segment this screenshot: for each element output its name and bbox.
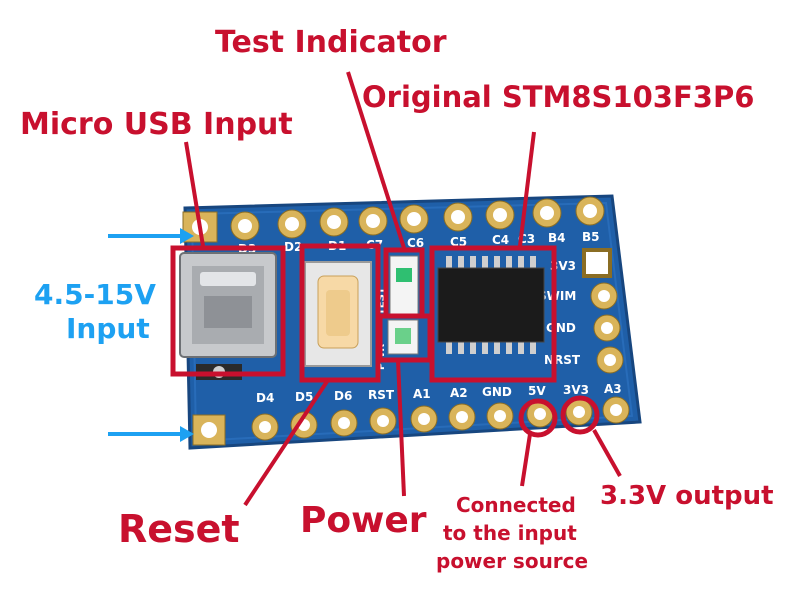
reset-button-part bbox=[304, 261, 372, 367]
silk-bottom-3: RST bbox=[368, 388, 395, 402]
silk-top-8: B4 bbox=[548, 231, 566, 245]
silk-bottom-8: 3V3 bbox=[563, 383, 589, 397]
pin-3v3-highlight bbox=[560, 395, 600, 435]
annotation-boxes bbox=[170, 243, 600, 438]
label-chip: Original STM8S103F3P6 bbox=[362, 80, 754, 114]
stm8-chip bbox=[437, 256, 545, 354]
silk-bottom-7: 5V bbox=[528, 384, 546, 398]
bottom-silkscreen: D4 D5 D6 RST A1 A2 GND 5V 3V3 A3 bbox=[256, 382, 622, 405]
silk-bottom-4: A1 bbox=[413, 387, 431, 401]
label-connected-line2: to the input bbox=[443, 521, 577, 545]
micro-usb-connector bbox=[179, 252, 277, 380]
reset-highlight-box bbox=[299, 243, 381, 383]
led-indicators bbox=[387, 255, 419, 355]
label-voltage-line2: Input bbox=[66, 312, 150, 345]
silk-bottom-0: D4 bbox=[256, 391, 274, 405]
silk-bottom-2: D6 bbox=[334, 389, 352, 403]
silk-top-6: C4 bbox=[492, 233, 509, 247]
chip-highlight-box bbox=[429, 245, 557, 383]
bottom-pin-row bbox=[192, 396, 630, 446]
usb-highlight-box bbox=[170, 245, 286, 377]
label-usb: Micro USB Input bbox=[20, 107, 293, 142]
annotation-lines bbox=[184, 71, 622, 507]
silk-top-9: B5 bbox=[582, 230, 600, 244]
silk-right-3: NRST bbox=[544, 353, 581, 367]
label-connected-line3: power source bbox=[436, 549, 588, 573]
silk-bottom-5: A2 bbox=[450, 386, 468, 400]
label-power: Power bbox=[300, 500, 427, 541]
right-pin-column bbox=[582, 248, 624, 374]
silk-right-2: GND bbox=[546, 321, 576, 335]
silk-led-test: TEST bbox=[376, 287, 387, 315]
label-test-indicator: Test Indicator bbox=[215, 25, 447, 60]
label-3v3-output: 3.3V output bbox=[600, 481, 774, 511]
silk-right-1: SWIM bbox=[538, 289, 576, 303]
silk-top-1: D2 bbox=[284, 240, 302, 254]
voltage-input-arrows bbox=[108, 228, 194, 442]
silk-top-4: C6 bbox=[407, 236, 424, 250]
label-connected-line1: Connected bbox=[456, 493, 576, 517]
silk-bottom-9: A3 bbox=[604, 382, 622, 396]
silk-bottom-1: D5 bbox=[295, 390, 313, 404]
silk-bottom-6: GND bbox=[482, 385, 512, 399]
label-voltage-line1: 4.5-15V bbox=[34, 278, 156, 311]
pin-5v-highlight bbox=[518, 398, 558, 438]
label-reset: Reset bbox=[118, 507, 240, 551]
